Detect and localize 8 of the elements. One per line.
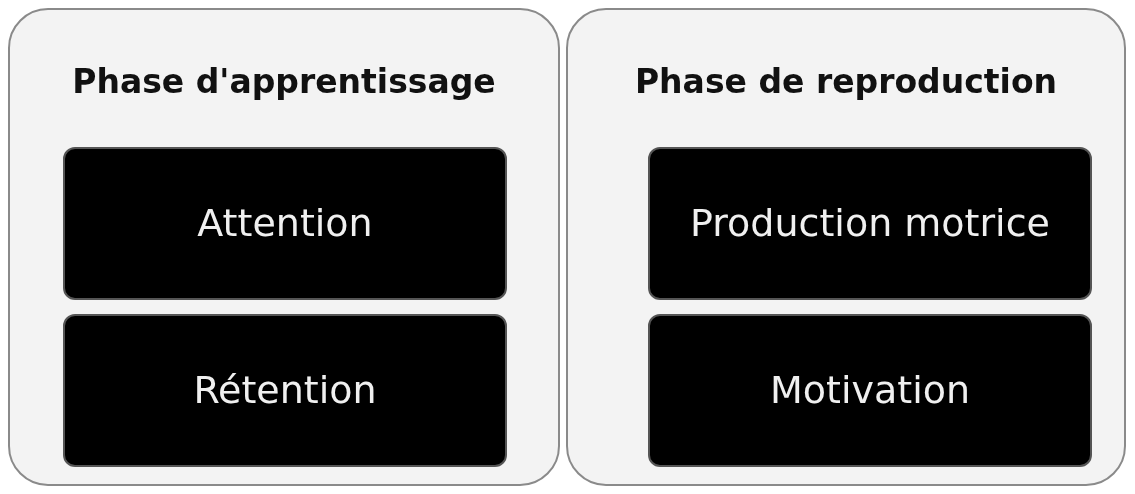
panel-title: Phase de reproduction xyxy=(633,62,1059,101)
process-box: Production motrice xyxy=(648,147,1092,300)
process-box: Motivation xyxy=(648,314,1092,467)
group-panel xyxy=(8,8,560,486)
group-panel xyxy=(566,8,1126,486)
panel-title: Phase d'apprentissage xyxy=(71,62,497,101)
process-box: Rétention xyxy=(63,314,507,467)
process-box: Attention xyxy=(63,147,507,300)
